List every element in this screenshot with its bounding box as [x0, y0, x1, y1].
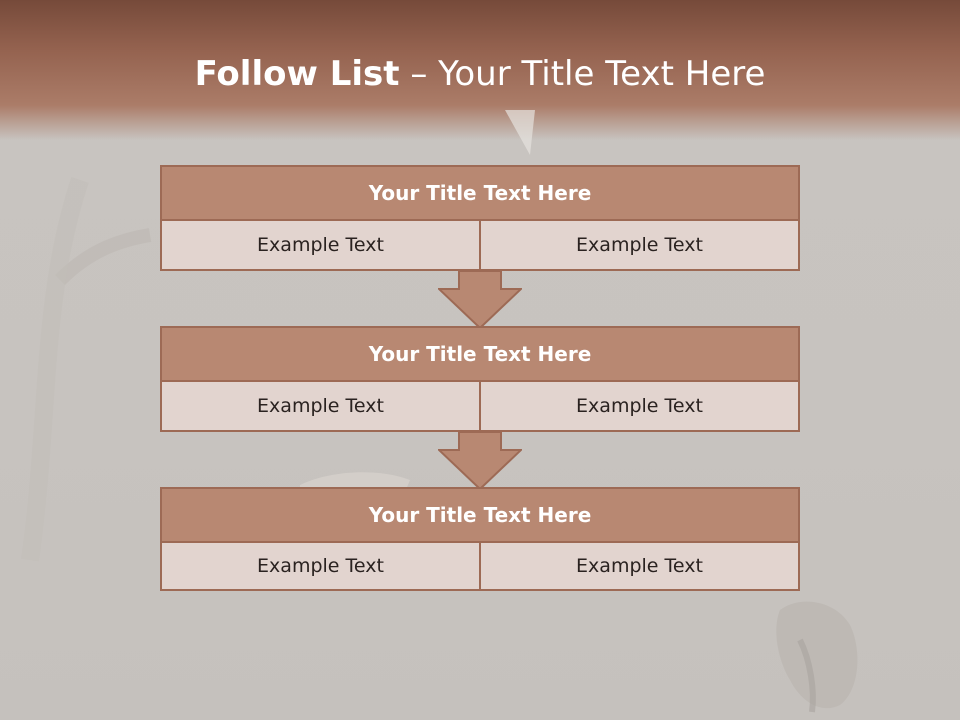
step-cell-left-3: Example Text	[160, 543, 481, 591]
step-box-2: Your Title Text Here Example Text Exampl…	[160, 326, 800, 432]
step-row-1: Example Text Example Text	[160, 221, 800, 271]
step-title-2: Your Title Text Here	[160, 326, 800, 382]
slide-title: Follow List – Your Title Text Here	[0, 54, 960, 94]
down-arrow-icon	[438, 270, 522, 330]
title-rest: – Your Title Text Here	[399, 54, 766, 94]
down-arrow-icon	[438, 431, 522, 491]
title-banner	[0, 0, 960, 140]
step-title-1: Your Title Text Here	[160, 165, 800, 221]
title-bold: Follow List	[194, 54, 400, 94]
step-box-1: Your Title Text Here Example Text Exampl…	[160, 165, 800, 271]
step-row-2: Example Text Example Text	[160, 382, 800, 432]
step-row-3: Example Text Example Text	[160, 543, 800, 591]
step-box-3: Your Title Text Here Example Text Exampl…	[160, 487, 800, 591]
step-cell-right-2: Example Text	[481, 382, 800, 432]
step-title-3: Your Title Text Here	[160, 487, 800, 543]
step-cell-right-3: Example Text	[481, 543, 800, 591]
step-cell-left-1: Example Text	[160, 221, 481, 271]
step-cell-left-2: Example Text	[160, 382, 481, 432]
step-cell-right-1: Example Text	[481, 221, 800, 271]
